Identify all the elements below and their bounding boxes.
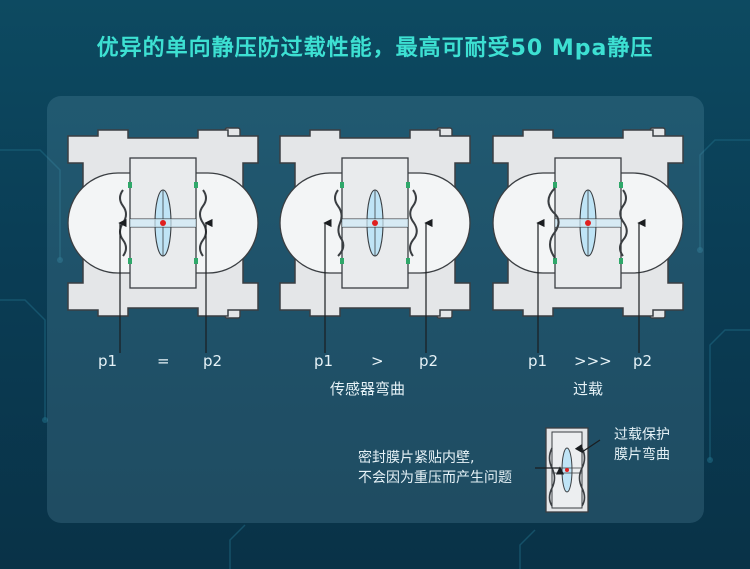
legend-note-left-line2: 不会因为重压而产生问题 <box>358 470 512 486</box>
legend-sensor <box>545 427 589 513</box>
page-title: 优异的单向静压防过载性能，最高可耐受50 Mpa静压 <box>96 36 654 61</box>
diagram1-p2-label: p2 <box>203 352 223 370</box>
sensor-diagram-equal <box>67 127 259 353</box>
diagram3-caption: 过载 <box>573 380 604 398</box>
legend-arrow-right <box>574 439 601 454</box>
sensor-diagram-greater <box>279 127 471 353</box>
diagram2-caption: 传感器弯曲 <box>330 380 406 398</box>
legend-note-right-line1: 过载保护 <box>614 427 670 443</box>
diagram2-operator: > <box>371 352 384 370</box>
diagram3-p1-label: p1 <box>528 352 548 370</box>
diagram1-operator: = <box>157 352 170 370</box>
diagram1-p1-label: p1 <box>98 352 118 370</box>
diagram2-p2-label: p2 <box>419 352 439 370</box>
diagram3-p2-label: p2 <box>633 352 653 370</box>
legend-note-left-line1: 密封膜片紧贴内壁, <box>358 450 475 466</box>
legend-note-right-line2: 膜片弯曲 <box>614 447 670 463</box>
sensor-diagram-overload <box>492 127 684 353</box>
diagram3-operator: >>> <box>574 352 612 370</box>
diagram2-p1-label: p1 <box>314 352 334 370</box>
